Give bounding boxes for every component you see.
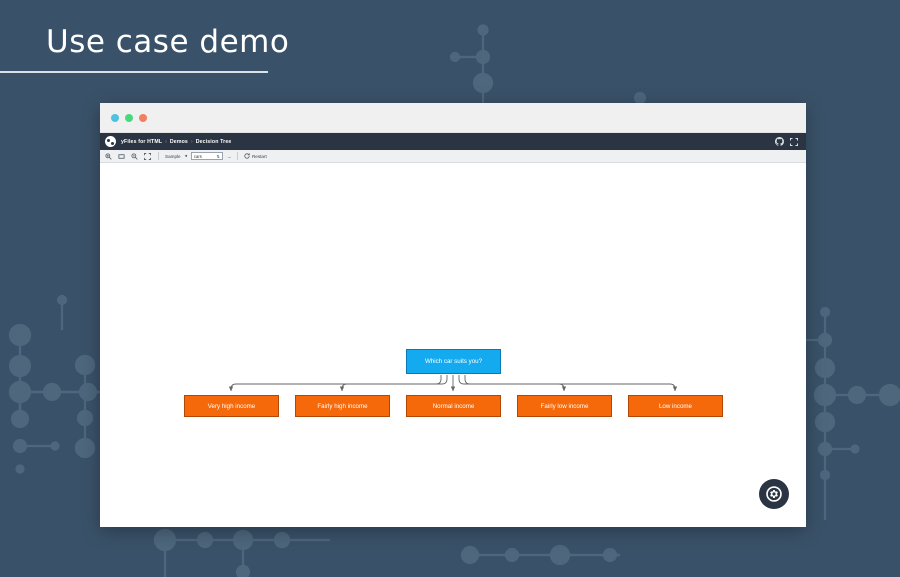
toolbar-divider bbox=[158, 152, 159, 160]
gear-icon bbox=[765, 485, 783, 503]
zoom-in-icon[interactable] bbox=[104, 152, 113, 161]
breadcrumb-separator-icon: › bbox=[190, 138, 193, 145]
tree-node-low-income[interactable]: Low income bbox=[628, 395, 723, 417]
zoom-out-icon[interactable] bbox=[130, 152, 139, 161]
toolbar-divider bbox=[237, 152, 239, 160]
graph-canvas[interactable]: Which car suits you? Very high income Fa… bbox=[100, 163, 806, 526]
app-breadcrumb-bar: yFiles for HTML › Demos › Decision Tree bbox=[100, 133, 806, 150]
tree-node-label: Very high income bbox=[207, 402, 256, 410]
window-title-bar bbox=[100, 103, 806, 133]
restart-label: Restart bbox=[251, 153, 267, 159]
next-sample-icon[interactable]: → bbox=[226, 153, 232, 159]
chevron-down-icon: ⇅ bbox=[216, 153, 220, 159]
yfiles-logo-icon bbox=[105, 136, 116, 147]
restart-button[interactable]: Restart bbox=[244, 153, 267, 159]
title-underline-rule bbox=[0, 71, 268, 73]
tree-node-label: Fairly low income bbox=[540, 402, 589, 410]
tree-node-fairly-high-income[interactable]: Fairly high income bbox=[295, 395, 390, 417]
window-maximize-button[interactable] bbox=[139, 113, 147, 122]
fit-content-icon[interactable] bbox=[143, 152, 152, 161]
sample-label: Sample bbox=[165, 153, 181, 159]
window-close-button[interactable] bbox=[111, 113, 119, 122]
sample-select[interactable]: cars ⇅ bbox=[190, 152, 223, 160]
page-title: Use case demo bbox=[46, 24, 290, 60]
tree-node-normal-income[interactable]: Normal income bbox=[406, 395, 501, 417]
tree-node-label: Which car suits you? bbox=[424, 358, 483, 365]
fullscreen-icon[interactable] bbox=[790, 137, 798, 146]
breadcrumb-item-demos[interactable]: Demos bbox=[169, 138, 188, 145]
tree-node-root[interactable]: Which car suits you? bbox=[406, 349, 501, 374]
sample-prefix-icon: ◂ bbox=[184, 153, 187, 158]
tree-edges bbox=[228, 375, 678, 392]
browser-window: yFiles for HTML › Demos › Decision Tree bbox=[100, 103, 806, 527]
sample-select-value: cars bbox=[193, 153, 202, 159]
tree-node-label: Low income bbox=[658, 402, 693, 410]
github-icon[interactable] bbox=[775, 137, 784, 146]
breadcrumb-item-current: Decision Tree bbox=[195, 138, 232, 145]
tree-node-very-high-income[interactable]: Very high income bbox=[184, 395, 279, 417]
tree-node-label: Fairly high income bbox=[317, 402, 368, 410]
breadcrumb-separator-icon: › bbox=[165, 138, 167, 145]
graph-toolbar: Sample ◂ cars ⇅ → Restart bbox=[100, 150, 806, 163]
breadcrumb-item-product[interactable]: yFiles for HTML bbox=[121, 138, 163, 145]
zoom-original-icon[interactable] bbox=[117, 152, 126, 161]
window-minimize-button[interactable] bbox=[125, 113, 133, 122]
tree-node-fairly-low-income[interactable]: Fairly low income bbox=[517, 395, 612, 417]
tree-node-label: Normal income bbox=[432, 402, 475, 410]
settings-fab-button[interactable] bbox=[759, 479, 789, 509]
refresh-icon bbox=[244, 153, 251, 159]
